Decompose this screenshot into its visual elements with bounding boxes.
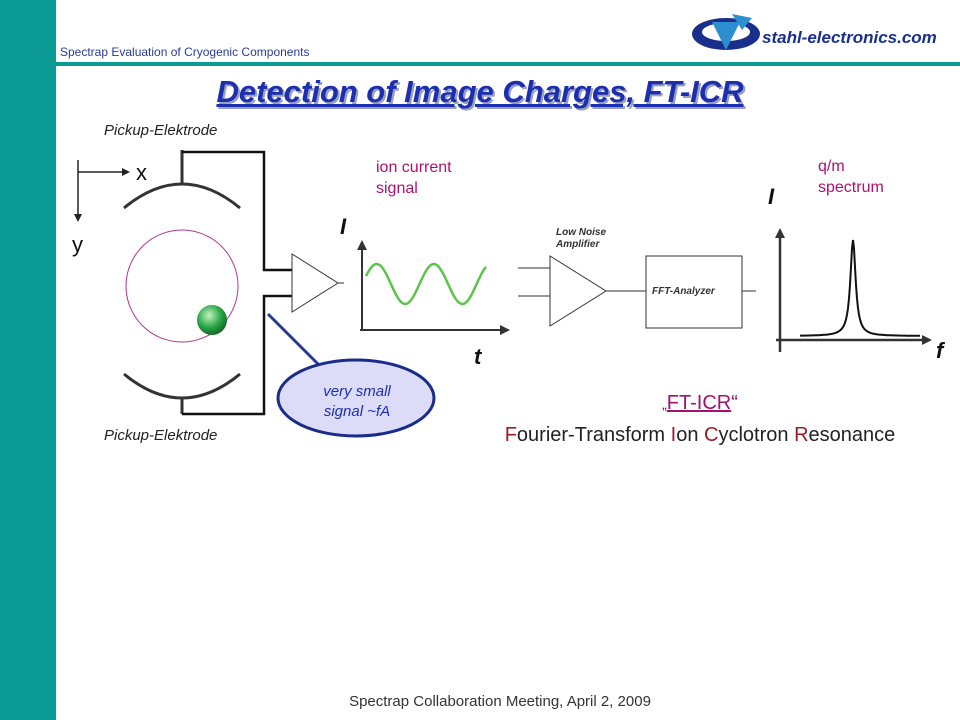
- open-quote: „: [662, 396, 667, 412]
- ft-icr-fullname: Fourier-Transform Ion Cyclotron Resonanc…: [0, 424, 960, 447]
- init-i: I: [670, 424, 677, 446]
- page-title: Detection of Image Charges, FT-ICR: [216, 74, 744, 109]
- init-c: C: [704, 424, 719, 446]
- ft-icr-heading: „FT-ICR“: [0, 392, 960, 415]
- lna-line-2: Amplifier: [556, 239, 600, 250]
- bubble-line-2: signal ~fA: [323, 403, 391, 420]
- lna-triangle: [549, 255, 607, 327]
- lna-label: Low Noise Amplifier: [556, 227, 606, 251]
- signal-axis-y-label: I: [340, 214, 347, 239]
- header-rule: [56, 62, 960, 66]
- top-wire: [182, 150, 292, 272]
- ion-current-line-1: ion current: [376, 159, 452, 176]
- x-arrowhead: [122, 168, 130, 176]
- axis-y-label: y: [72, 232, 83, 257]
- spectrum-line-1: q/m: [818, 158, 845, 175]
- signal-bubble: [276, 358, 436, 438]
- fft-analyzer-box: [645, 255, 743, 329]
- logo-text: stahl-electronics.com: [762, 28, 937, 47]
- resonance-peak: [799, 239, 920, 337]
- word-ion: on: [676, 424, 705, 446]
- spectrum-y-arrowhead: [775, 228, 785, 238]
- close-quote: “: [731, 392, 738, 414]
- spectrum-axis-y-label: I: [768, 184, 775, 209]
- header-subtitle: Spectrap Evaluation of Cryogenic Compone…: [60, 45, 310, 59]
- fft-analyzer-label: FFT-Analyzer: [652, 286, 715, 297]
- ion-particle: [197, 305, 227, 335]
- word-resonance: esonance: [808, 424, 896, 446]
- signal-axis-x-label: t: [474, 344, 482, 369]
- init-f: F: [504, 424, 517, 446]
- signal-y-arrowhead: [357, 240, 367, 250]
- lna-line-1: Low Noise: [556, 227, 607, 238]
- y-arrowhead: [74, 214, 82, 222]
- word-cyclotron: yclotron: [718, 424, 795, 446]
- callout-line: [266, 312, 328, 374]
- init-r: R: [794, 424, 809, 446]
- signal-x-arrowhead: [500, 325, 510, 335]
- spectrum-x-arrowhead: [922, 335, 932, 345]
- spectrum-label: q/m spectrum: [818, 156, 884, 198]
- bottom-wire: [182, 294, 292, 416]
- sidebar-stripe: [0, 0, 56, 720]
- pickup-top-label: Pickup-Elektrode: [104, 122, 218, 139]
- ft-icr-link[interactable]: FT-ICR: [666, 392, 732, 414]
- ion-orbit: [125, 229, 239, 343]
- spectrum-axis-x-label: f: [936, 338, 944, 363]
- top-electrode-arc: [123, 182, 241, 210]
- spectrum-line-2: spectrum: [818, 179, 884, 196]
- logo-icon: [692, 14, 760, 50]
- sine-wave: [364, 262, 487, 306]
- pickup-bottom-label: Pickup-Elektrode: [104, 427, 218, 444]
- word-fourier: ourier-Transform: [516, 424, 671, 446]
- signal-bubble-text: very small signal ~fA: [282, 382, 432, 422]
- axis-x-label: x: [136, 160, 147, 185]
- bubble-line-1: very small: [323, 383, 391, 400]
- ion-current-label: ion current signal: [376, 157, 452, 199]
- footer-text: Spectrap Collaboration Meeting, April 2,…: [349, 693, 651, 710]
- ion-current-line-2: signal: [376, 180, 418, 197]
- preamp-triangle: [291, 253, 339, 313]
